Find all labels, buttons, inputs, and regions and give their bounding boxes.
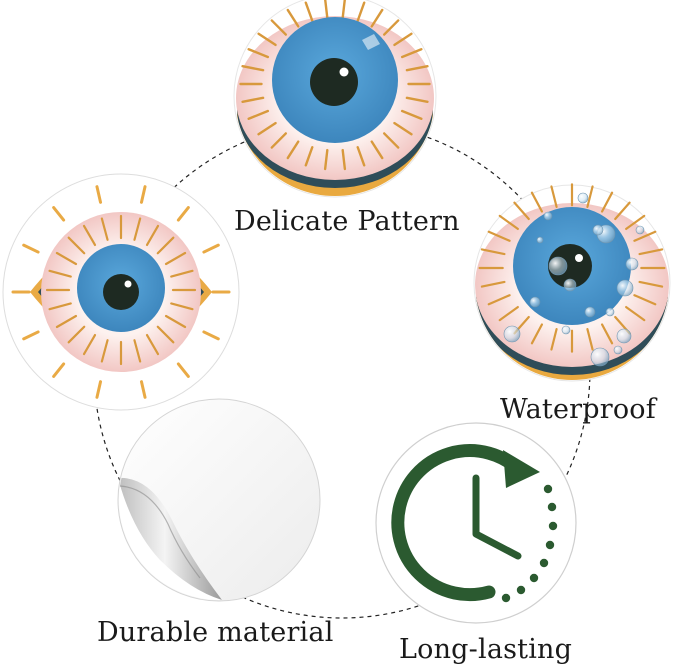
delicate-pattern-label: Delicate Pattern (234, 206, 460, 237)
durable-material-label: Durable material (97, 617, 334, 648)
eye-sticker-icon (233, 0, 437, 198)
eye-sticker-with-water-drops-icon (473, 183, 671, 382)
eye-sticker-with-rays-icon (2, 173, 240, 411)
peeling-sticker-icon (117, 398, 321, 602)
clock-arrow-icon (375, 422, 577, 624)
long-lasting-label: Long-lasting (399, 634, 573, 665)
waterproof-label: Waterproof (500, 394, 656, 425)
